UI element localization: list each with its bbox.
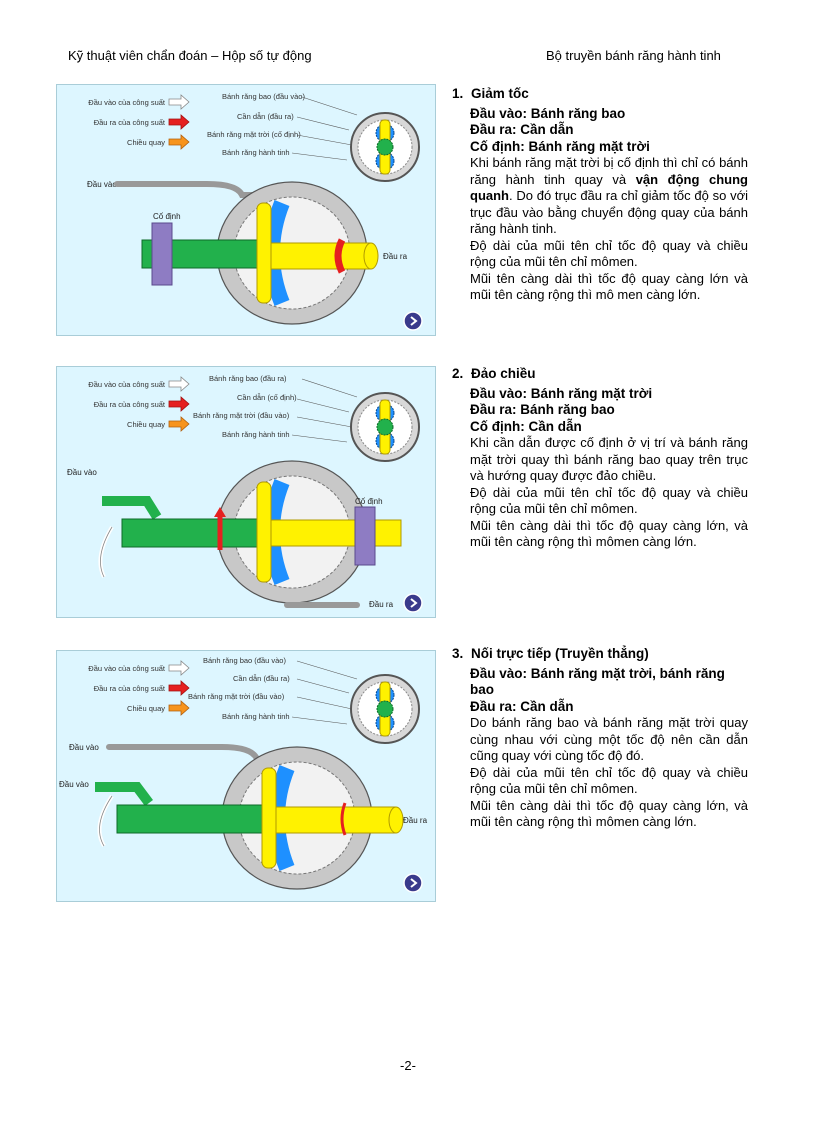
legend-rotation-label: Chiều quay — [127, 138, 165, 147]
section-2-body: Khi cần dẫn được cố định ở vị trí và bán… — [470, 435, 748, 483]
planet-gear-label: Bánh răng hành tinh — [222, 430, 290, 439]
carrier-label: Cần dẫn (đầu ra) — [233, 674, 290, 683]
diagram-panel-1: Đầu vào của công suất Đầu ra của công su… — [56, 84, 436, 336]
section-1-fixed: Cố định: Bánh răng mặt trời — [470, 138, 650, 154]
gear-diagram-1: Đầu vào của công suất Đầu ra của công su… — [87, 92, 423, 331]
header-left: Kỹ thuật viên chẩn đoán – Hộp số tự động — [68, 48, 312, 63]
rotation-arrow-icon — [168, 416, 190, 432]
carrier-label: Cần dẫn (cố định) — [237, 393, 297, 402]
section-1-note-1: Độ dài của mũi tên chỉ tốc độ quay và ch… — [470, 237, 748, 270]
section-3-title: 3.Nối trực tiếp (Truyền thẳng) — [452, 646, 649, 661]
planet-gear-label: Bánh răng hành tinh — [222, 712, 290, 721]
section-2-output: Đầu ra: Bánh răng bao — [470, 402, 615, 417]
section-3-output: Đầu ra: Cần dẫn — [470, 698, 574, 714]
fixed-label: Cố định — [355, 497, 383, 506]
diagram-panel-3: Đầu vào của công suất Đầu ra của công su… — [56, 650, 436, 902]
gear-diagram-2: Đầu vào của công suất Đầu ra của công su… — [67, 374, 423, 613]
section-2-input: Đầu vào: Bánh răng mặt trời — [470, 385, 653, 401]
power-out-arrow-icon — [168, 114, 190, 130]
legend-power-in-label: Đầu vào của công suất — [88, 98, 166, 107]
legend-power-in-label: Đầu vào của công suất — [88, 380, 166, 389]
page-number: -2- — [400, 1058, 416, 1073]
mini-gear-icon — [350, 112, 420, 182]
input-label-1: Đầu vào — [69, 743, 99, 752]
output-label: Đầu ra — [369, 600, 394, 609]
section-2-note-2: Mũi tên càng dài thì tốc độ quay càng lớ… — [470, 517, 748, 550]
carrier-label: Cần dẫn (đầu ra) — [237, 112, 294, 121]
section-3-input: Đầu vào: Bánh răng mặt trời, bánh răng b… — [470, 665, 725, 698]
legend-power-out-label: Đầu ra của công suất — [94, 400, 166, 409]
next-button[interactable] — [403, 593, 423, 613]
output-label: Đầu ra — [403, 816, 428, 825]
output-label: Đầu ra — [383, 252, 408, 261]
input-label-2: Đầu vào — [59, 780, 89, 789]
next-button[interactable] — [403, 311, 423, 331]
section-1-output: Đầu ra: Cần dẫn — [470, 122, 574, 137]
mini-gear-icon — [350, 392, 420, 462]
ring-gear-label: Bánh răng bao (đầu ra) — [209, 374, 287, 383]
legend-power-in-label: Đầu vào của công suất — [88, 664, 166, 673]
section-2-title: 2.Đảo chiều — [452, 366, 536, 381]
legend-power-out-label: Đầu ra của công suất — [94, 118, 166, 127]
legend-power-out-label: Đầu ra của công suất — [94, 684, 166, 693]
header-right: Bộ truyền bánh răng hành tinh — [546, 48, 721, 63]
legend-rotation-label: Chiều quay — [127, 704, 165, 713]
section-2-text: 2.Đảo chiều Đầu vào: Bánh răng mặt trời … — [452, 366, 748, 551]
section-2-note-1: Độ dài của mũi tên chỉ tốc độ quay và ch… — [470, 484, 748, 517]
section-2-fixed: Cố định: Cần dẫn — [470, 418, 582, 434]
power-out-arrow-icon — [168, 680, 190, 696]
next-button[interactable] — [403, 873, 423, 893]
section-3-note-1: Độ dài của mũi tên chỉ tốc độ quay và ch… — [470, 764, 748, 797]
section-3-body: Do bánh răng bao và bánh răng mặt trời q… — [470, 715, 748, 763]
power-in-arrow-icon — [168, 376, 190, 392]
input-label: Đầu vào — [67, 468, 97, 477]
section-3-note-2: Mũi tên càng dài thì tốc độ quay càng lớ… — [470, 797, 748, 830]
section-1-title: 1.Giảm tốc — [452, 86, 529, 101]
sun-gear-label: Bánh răng mặt trời (cố định) — [207, 130, 301, 139]
diagram-panel-2: Đầu vào của công suất Đầu ra của công su… — [56, 366, 436, 618]
gear-diagram-3: Đầu vào của công suất Đầu ra của công su… — [59, 656, 428, 893]
section-1-text: 1.Giảm tốc Đầu vào: Bánh răng bao Đầu ra… — [452, 86, 748, 304]
ring-gear-label: Bánh răng bao (đầu vào) — [203, 656, 286, 665]
rotation-arrow-icon — [168, 700, 190, 716]
power-in-arrow-icon — [168, 660, 190, 676]
power-out-arrow-icon — [168, 396, 190, 412]
section-1-note-2: Mũi tên càng dài thì tốc độ quay càng lớ… — [470, 270, 748, 303]
legend-rotation-label: Chiều quay — [127, 420, 165, 429]
planet-gear-label: Bánh răng hành tinh — [222, 148, 290, 157]
rotation-arrow-icon — [168, 134, 190, 150]
section-1-body: Khi bánh răng mặt trời bị cố định thì ch… — [470, 155, 748, 236]
section-1-input: Đầu vào: Bánh răng bao — [470, 105, 626, 121]
mini-gear-icon — [350, 674, 420, 744]
fixed-label: Cố định — [153, 212, 181, 221]
input-label: Đầu vào — [87, 180, 117, 189]
section-3-text: 3.Nối trực tiếp (Truyền thẳng) Đầu vào: … — [452, 646, 748, 831]
ring-gear-label: Bánh răng bao (đầu vào) — [222, 92, 305, 101]
sun-gear-label: Bánh răng mặt trời (đầu vào) — [193, 411, 290, 420]
sun-gear-label: Bánh răng mặt trời (đầu vào) — [188, 692, 285, 701]
power-in-arrow-icon — [168, 94, 190, 110]
